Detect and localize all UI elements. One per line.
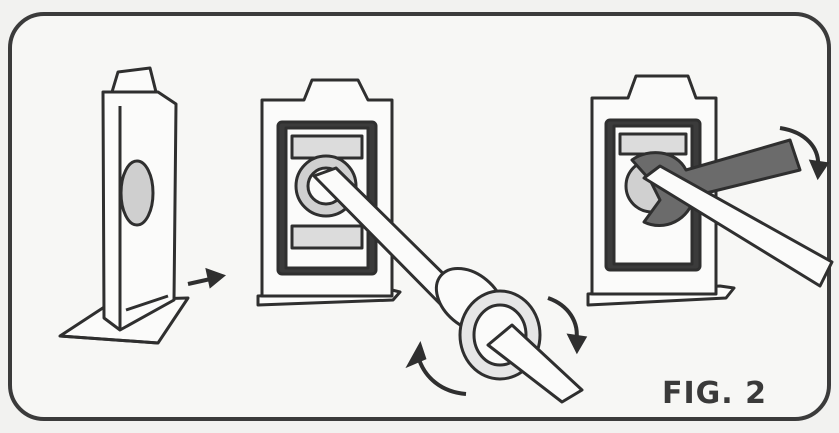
figure-label: FIG. 2 [662, 376, 767, 411]
bracket-hole [121, 161, 153, 225]
